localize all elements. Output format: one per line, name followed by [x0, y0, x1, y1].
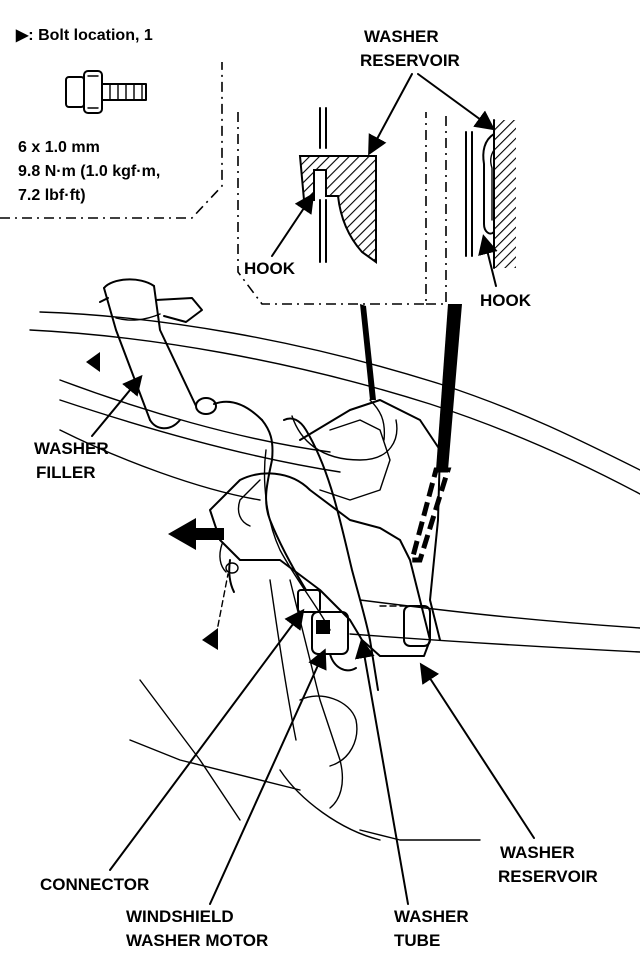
washer-filler-label-1: WASHER: [34, 439, 109, 458]
washer-filler-neck: [99, 278, 263, 430]
washer-tube-label-2: TUBE: [394, 931, 440, 950]
leader-reservoir-left: [368, 73, 413, 156]
washer-filler-label-2: FILLER: [36, 463, 96, 482]
leader-washer-filler: [91, 374, 143, 437]
washer-reservoir-bottom-label-2: RESERVOIR: [498, 867, 598, 886]
removal-direction-arrow: [168, 518, 224, 550]
inset-callout-line-left: [360, 304, 376, 400]
bolt-size: 6 x 1.0 mm: [18, 139, 100, 156]
leader-hook-right: [478, 234, 498, 287]
hook-detail-inset: WASHER RESERVOIR HOOK HOOK: [237, 27, 532, 310]
washer-reservoir-top-label-2: RESERVOIR: [360, 51, 460, 70]
leader-connector: [109, 608, 305, 871]
inset-callout-line-dashed: [408, 467, 452, 563]
leader-washer-tube: [354, 638, 409, 905]
connector-label: CONNECTOR: [40, 875, 149, 894]
washer-motor-assembly: [297, 589, 357, 672]
legend-border: [0, 62, 223, 219]
washer-reservoir-bottom-label-1: WASHER: [500, 843, 575, 862]
leader-washer-reservoir-bottom: [419, 662, 535, 839]
connector-body: [297, 589, 321, 613]
washer-motor-label-2: WASHER MOTOR: [126, 931, 268, 950]
leader-reservoir-right: [417, 73, 496, 131]
bolt-torque-line-2: 7.2 lbf·ft): [18, 187, 86, 204]
bolt-legend: ▶: Bolt location, 1 6 x 1.0 mm 9.8 N·m (…: [0, 27, 223, 219]
bolt-icon: [65, 70, 147, 114]
vehicle-body-lines: [29, 311, 640, 841]
washer-tube-label-1: WASHER: [394, 907, 469, 926]
bolt-torque-line-1: 9.8 N·m (1.0 kgf·m,: [18, 163, 160, 180]
right-hook-detail: [465, 119, 516, 269]
hook-right-label: HOOK: [480, 291, 532, 310]
leader-washer-motor: [209, 648, 327, 905]
leader-hook-left: [271, 192, 315, 257]
washer-reservoir-top-label-1: WASHER: [364, 27, 439, 46]
left-hook-detail: [298, 107, 377, 264]
bolt-marker-reservoir: [202, 628, 218, 650]
bolt-legend-title: ▶: Bolt location, 1: [15, 27, 153, 44]
washer-motor-label-1: WINDSHIELD: [126, 907, 234, 926]
hook-left-label: HOOK: [244, 259, 296, 278]
washer-reservoir-body: [209, 399, 441, 809]
bolt-marker-filler: [86, 352, 100, 372]
washer-tube: [261, 415, 398, 691]
